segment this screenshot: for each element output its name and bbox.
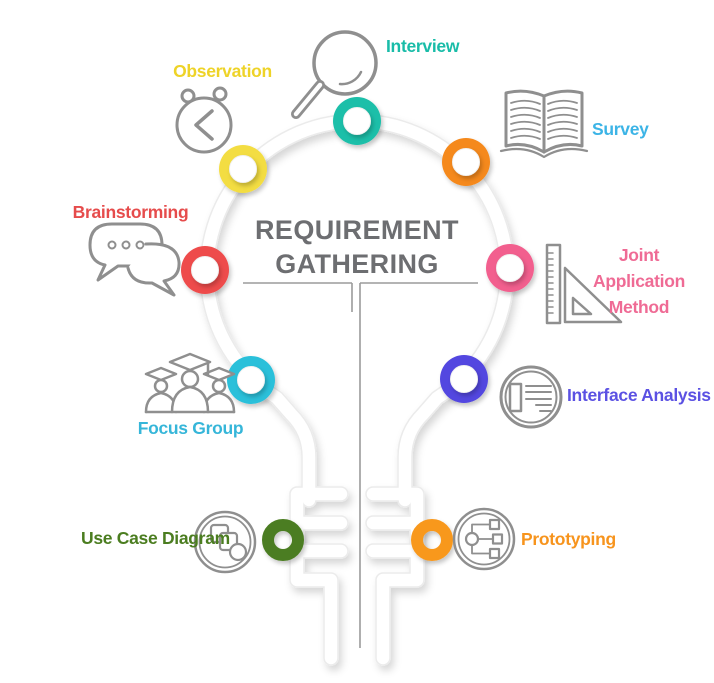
graduates-icon (144, 352, 236, 414)
open-book-icon (499, 89, 589, 159)
node-bead-interface-analysis (450, 365, 478, 393)
interface-window-icon (499, 365, 563, 429)
label-brainstorming: Brainstorming (72, 202, 189, 222)
flowchart-icon (452, 507, 516, 571)
node-bead-focus-group (237, 366, 265, 394)
page-title: REQUIREMENT GATHERING (227, 213, 487, 281)
chat-bubbles-icon (88, 222, 181, 297)
bulb-base-coil-left (290, 487, 348, 665)
node-bead-brainstorming (191, 256, 219, 284)
ruler-set-square-icon (545, 243, 623, 325)
label-survey: Survey (592, 119, 649, 139)
node-ring-use-case (262, 519, 304, 561)
bulb-base-coil-right (366, 487, 424, 665)
title-line-2: GATHERING (275, 249, 439, 279)
title-line-1: REQUIREMENT (255, 215, 459, 245)
filament-lines (243, 282, 478, 648)
label-interface-analysis: Interface Analysis (567, 385, 711, 405)
label-interview: Interview (386, 36, 460, 56)
node-ring-prototyping (411, 519, 453, 561)
label-observation: Observation (173, 61, 272, 81)
label-joint-application-line2: Method (608, 297, 670, 317)
magnifier-icon (291, 30, 378, 119)
filament-right-line (359, 282, 478, 648)
node-bead-interview (343, 107, 371, 135)
label-prototyping: Prototyping (521, 529, 616, 549)
filament-left-line (243, 282, 353, 312)
node-bead-joint-application (496, 254, 524, 282)
stopwatch-icon (175, 86, 233, 154)
node-beads (191, 107, 524, 394)
node-bead-survey (452, 148, 480, 176)
label-focus-group: Focus Group (137, 418, 244, 438)
node-bead-observation (229, 155, 257, 183)
overlapping-shapes-icon (193, 510, 257, 574)
label-use-case-diagram: Use Case Diagram (81, 528, 230, 548)
label-joint-application-method: Joint Application Method (572, 242, 706, 320)
label-joint-application-line1: Joint Application (593, 245, 685, 291)
